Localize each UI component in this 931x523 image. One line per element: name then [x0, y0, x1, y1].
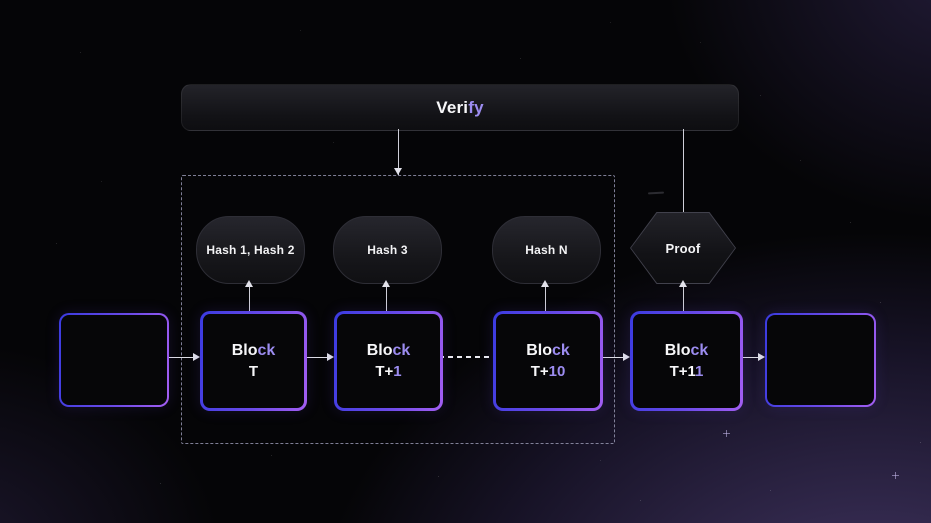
meteor-dash	[647, 191, 665, 195]
block-t: Block T	[200, 311, 307, 411]
connector-blockT1-to-hash	[386, 285, 387, 311]
star-sparkle	[723, 430, 730, 437]
arrowhead-up-icon	[541, 280, 549, 287]
verify-label: Verify	[436, 97, 484, 117]
arrowhead-right-icon	[193, 353, 200, 361]
arrowhead-right-icon	[623, 353, 630, 361]
proof-label: Proof	[665, 240, 701, 256]
block-tag: T+11	[669, 363, 704, 381]
block-tag: T+1	[375, 363, 402, 381]
arrowhead-up-icon	[245, 280, 253, 287]
connector-ellipsis-dotted	[439, 356, 492, 358]
block-prev-empty	[59, 313, 169, 407]
arrowhead-up-icon	[679, 280, 687, 287]
block-title: Block	[231, 341, 276, 359]
block-title: Block	[526, 341, 570, 359]
verify-bar: Verify	[181, 84, 739, 131]
arrowhead-down-icon	[394, 168, 402, 175]
star-sparkle	[892, 472, 899, 479]
block-title: Block	[366, 341, 411, 359]
hash-pill-1: Hash 1, Hash 2	[196, 216, 305, 284]
block-tag: T+10	[530, 363, 566, 381]
connector-blockT11-to-next	[738, 357, 762, 358]
arrowhead-right-icon	[758, 353, 765, 361]
hash-pill-label: Hash 3	[367, 243, 408, 257]
connector-blockT-to-blockT1	[302, 357, 330, 358]
block-t-plus-10: Block T+10	[493, 311, 603, 411]
proof-hexagon: Proof	[630, 212, 736, 284]
connector-blockT10-to-hash	[545, 285, 546, 311]
verified-range-outline	[181, 175, 615, 444]
connector-blockT10-to-blockT11	[598, 357, 626, 358]
block-title: Block	[664, 341, 709, 359]
block-t-plus-11: Block T+11	[630, 311, 743, 411]
block-next-empty	[765, 313, 876, 407]
connector-blockT11-to-proof	[683, 285, 684, 311]
hash-pill-3: Hash N	[492, 216, 601, 284]
arrowhead-up-icon	[382, 280, 390, 287]
hash-pill-label: Hash N	[525, 243, 568, 257]
connector-verify-to-region	[398, 129, 399, 175]
block-tag: T	[248, 363, 259, 381]
connector-blockT-to-hash	[249, 285, 250, 311]
block-t-plus-1: Block T+1	[334, 311, 443, 411]
connector-verify-to-proof	[683, 129, 684, 212]
hash-pill-2: Hash 3	[333, 216, 442, 284]
background-stars	[0, 0, 1, 1]
arrowhead-right-icon	[327, 353, 334, 361]
hash-pill-label: Hash 1, Hash 2	[206, 243, 295, 257]
connector-prev-to-blockT	[166, 357, 196, 358]
